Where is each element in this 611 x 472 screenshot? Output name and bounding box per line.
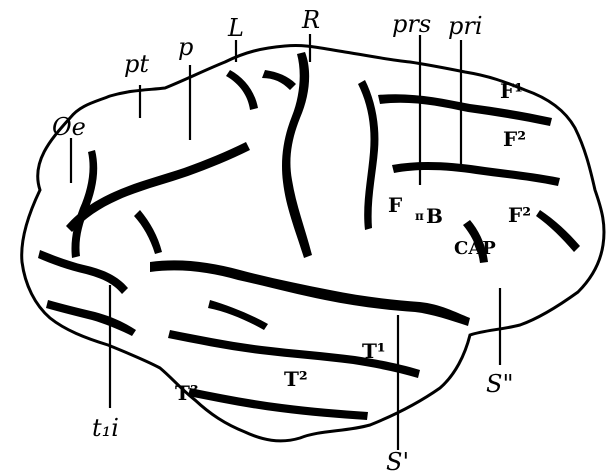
label-S-prime: S': [386, 448, 409, 472]
label-F2-upper: F²: [503, 127, 526, 151]
label-L: L: [227, 14, 244, 42]
label-F1: F¹: [500, 79, 523, 103]
label-pi: π: [415, 209, 424, 223]
label-T1: T¹: [362, 339, 386, 363]
label-t1i: t₁i: [92, 414, 119, 442]
label-B: B: [426, 204, 443, 228]
label-Oe: Oe: [52, 113, 86, 141]
label-F: F: [388, 193, 402, 217]
label-prs: prs: [392, 10, 431, 38]
label-T3: T³: [175, 381, 199, 405]
label-CAP: CAP: [454, 238, 496, 259]
label-pri: pri: [448, 12, 483, 40]
label-R: R: [301, 6, 320, 34]
label-S-double: S": [486, 370, 513, 398]
label-p: p: [178, 33, 193, 61]
label-T2: T²: [284, 367, 308, 391]
label-pt: pt: [124, 50, 149, 78]
label-F2-lower: F²: [508, 203, 531, 227]
